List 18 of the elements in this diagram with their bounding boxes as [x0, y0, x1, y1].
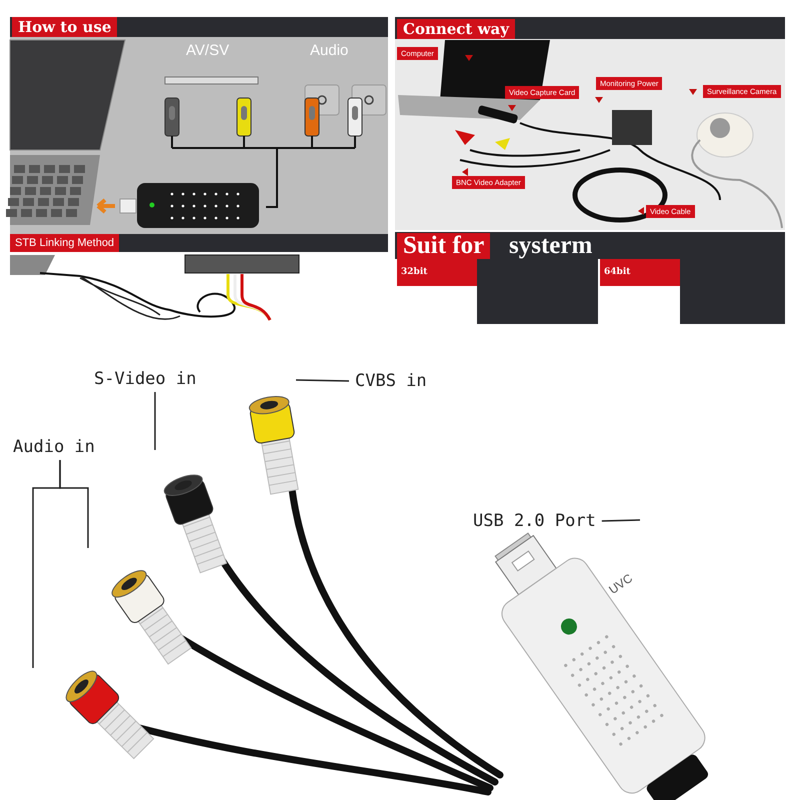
system-label: 32bit: [397, 259, 477, 286]
panel-heading: systerm: [508, 233, 594, 259]
leader-line: [296, 379, 350, 382]
system-label: 64bit: [600, 259, 680, 286]
leader-line: [602, 519, 640, 522]
device-marking: UVC: [606, 571, 636, 597]
callout-label: S-Video in: [94, 369, 196, 389]
callout-label: USB 2.0 Port: [473, 511, 596, 531]
callout-label: CVBS in: [355, 371, 427, 391]
panel-heading: Connect way: [397, 19, 515, 39]
leader-line: [59, 460, 89, 548]
section-label: Audio: [310, 42, 348, 59]
section-heading: STB Linking Method: [10, 234, 120, 252]
leader-line: [154, 392, 156, 450]
panel-heading: Suit for: [397, 233, 490, 259]
callout-label: Audio in: [13, 437, 95, 457]
panel-heading: How to use: [12, 17, 118, 37]
section-label: AV/SV: [186, 42, 230, 59]
